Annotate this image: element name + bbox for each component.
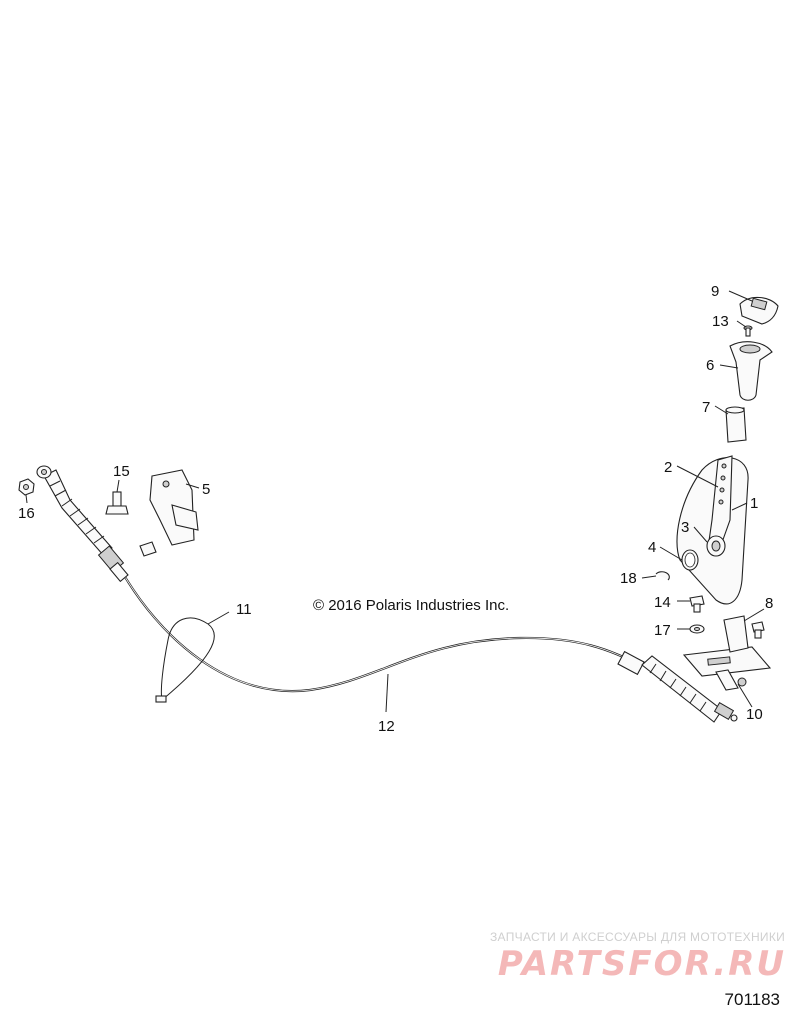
callout-14: 14: [654, 594, 671, 611]
nut-16: [18, 478, 35, 496]
bolt-14: [689, 595, 765, 639]
watermark-logo: PARTSFOR.RU: [497, 944, 786, 984]
copyright-notice: © 2016 Polaris Industries Inc.: [313, 597, 510, 614]
sleeve-7: [725, 406, 747, 443]
right-cable-boot: [617, 650, 738, 723]
watermark-subtitle: ЗАПЧАСТИ И АКСЕССУАРЫ ДЛЯ МОТОТЕХНИКИ: [490, 930, 786, 944]
callout-16: 16: [18, 505, 35, 522]
callout-11: 11: [236, 601, 252, 618]
callout-15: 15: [113, 463, 130, 480]
callout-10: 10: [746, 706, 763, 723]
callout-7: 7: [702, 399, 710, 416]
bolt-15: [105, 491, 129, 515]
callout-13: 13: [712, 313, 729, 330]
callout-6: 6: [706, 357, 714, 374]
callout-9: 9: [711, 283, 719, 300]
callout-12: 12: [378, 718, 395, 735]
callout-2: 2: [664, 459, 672, 476]
bracket-5: [139, 469, 199, 557]
washer-17: [689, 624, 705, 634]
callout-8: 8: [765, 595, 773, 612]
left-cable-boot: [43, 469, 129, 583]
callout-17: 17: [654, 622, 671, 639]
diagram-id: 701183: [724, 990, 780, 1009]
cable-tie-11: [155, 617, 215, 703]
screw-13: [743, 325, 753, 337]
bushing-3: [706, 535, 726, 557]
callout-labels: 9 13 6 7 2 1 3 4 18 14 8 17 10 11 12 5 1…: [18, 283, 773, 735]
ring-4: [681, 549, 699, 571]
left-cable-end: [36, 465, 52, 479]
leader-lines: [25, 290, 765, 713]
plate-10: [682, 646, 772, 691]
shift-cable: [116, 563, 642, 693]
callout-4: 4: [648, 539, 656, 556]
callout-3: 3: [681, 519, 689, 536]
grip-6: [729, 341, 773, 401]
callout-5: 5: [202, 481, 210, 498]
callout-1: 1: [750, 495, 758, 512]
knob-cap-9: [739, 296, 779, 325]
block-8: [723, 615, 749, 653]
clip-18: [655, 571, 670, 581]
callout-18: 18: [620, 570, 637, 587]
